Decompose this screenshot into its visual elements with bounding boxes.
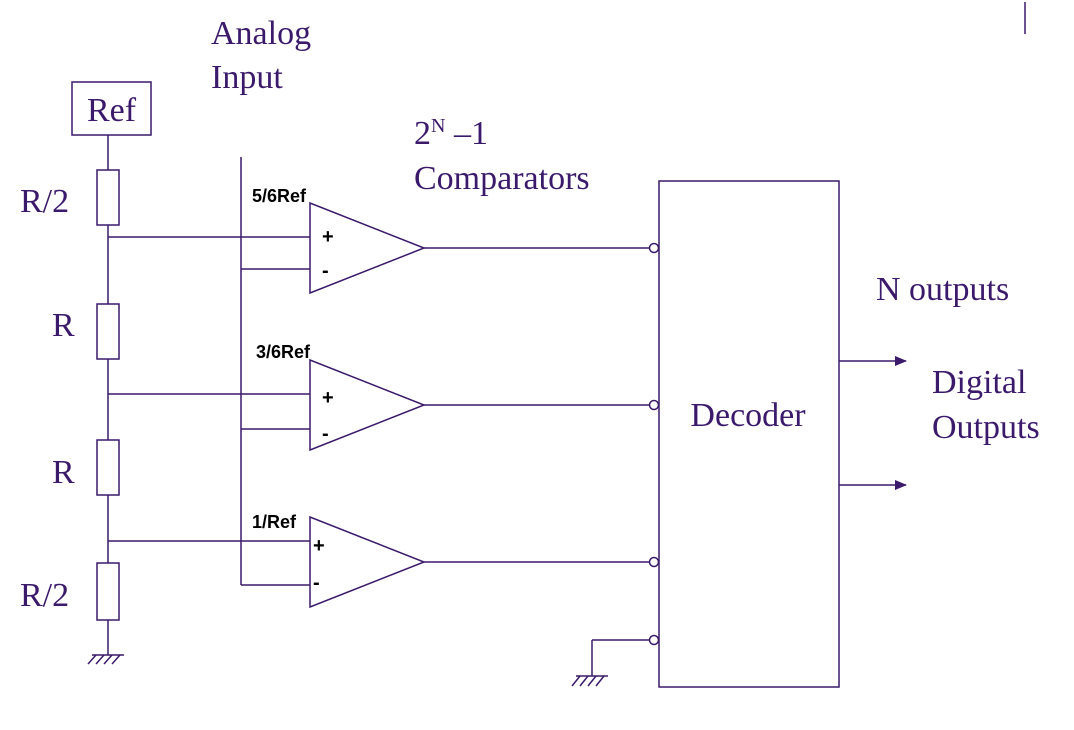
resistor-r-lower <box>96 439 120 496</box>
comparators-heading-line2: Comparators <box>414 160 590 197</box>
decoder-block <box>658 180 840 688</box>
decoder-ground-icon <box>571 675 608 687</box>
decoder-input-bubble <box>648 242 660 254</box>
resistor-label-r-upper: R <box>52 307 75 344</box>
resistor-label-r-half-bottom: R/2 <box>20 577 69 614</box>
resistor-ladder <box>96 135 120 655</box>
reference-box <box>71 81 152 136</box>
resistor-r-upper <box>96 303 120 360</box>
comparator-top: + - 5/6Ref <box>108 186 660 295</box>
comparator-ref-label: 5/6Ref <box>252 186 307 206</box>
decoder-label: Decoder <box>690 397 806 434</box>
comparator-triangle <box>309 201 427 295</box>
analog-input-label-line1: Analog <box>211 15 311 52</box>
digital-outputs-label-line1: Digital <box>932 364 1026 401</box>
comparator-triangle <box>309 515 427 609</box>
comparator-plus: + <box>313 535 325 557</box>
comparator-ref-label: 3/6Ref <box>256 342 311 362</box>
digital-outputs-label-line2: Outputs <box>932 409 1040 446</box>
comparator-plus: + <box>322 387 334 409</box>
decoder-input-bubble <box>648 399 660 411</box>
reference-label: Ref <box>87 92 137 129</box>
resistor-label-r-half-top: R/2 <box>20 183 69 220</box>
comparators-heading-line1: 2N –1 <box>414 115 488 152</box>
comparator-plus: + <box>322 226 334 248</box>
decoder-input-bubble <box>648 556 660 568</box>
resistor-label-r-lower: R <box>52 454 75 491</box>
resistor-r-half-bottom <box>96 562 120 621</box>
comparator-bottom: + - 1/Ref <box>108 512 660 609</box>
resistor-r-half-top <box>96 169 120 226</box>
comparator-minus: - <box>313 572 320 594</box>
comparator-middle: + - 3/6Ref <box>108 342 660 452</box>
decoder-input-bubble <box>648 634 660 646</box>
comparator-triangle <box>309 358 427 452</box>
decoder-ground-input <box>571 634 660 687</box>
comparator-ref-label: 1/Ref <box>252 512 297 532</box>
ladder-ground-icon <box>87 654 124 665</box>
analog-input-label-line2: Input <box>211 59 283 96</box>
comparator-minus: - <box>322 260 329 282</box>
comparator-minus: - <box>322 423 329 445</box>
output-count-label: N outputs <box>876 271 1009 308</box>
